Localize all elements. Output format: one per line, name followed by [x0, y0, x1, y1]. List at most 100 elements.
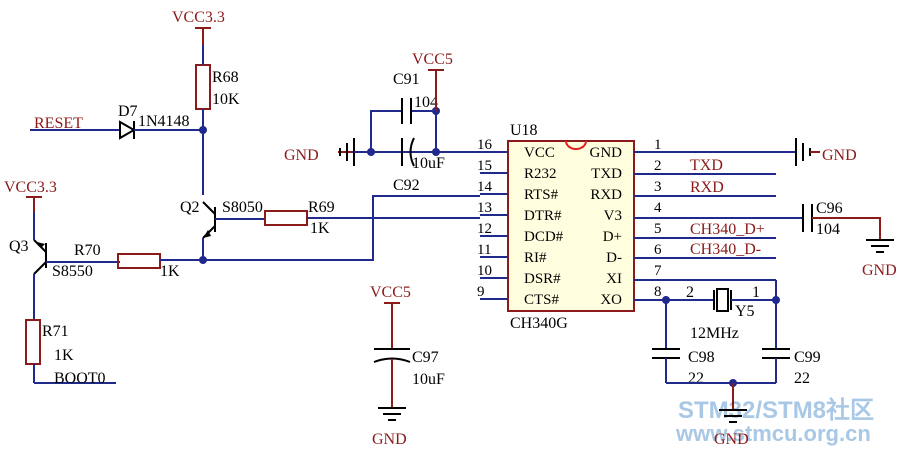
- ic-pin-name: TXD: [591, 166, 622, 182]
- r69-value: 1K: [310, 220, 330, 237]
- y5-ref: Y5: [735, 303, 755, 320]
- ic-pin-number: 1: [654, 137, 662, 153]
- r68-value: 10K: [212, 91, 240, 108]
- gnd-right-label: GND: [822, 147, 857, 164]
- vcc33-r68-label: VCC3.3: [172, 9, 225, 26]
- watermark-line2: www.stmcu.org.cn: [675, 421, 871, 446]
- ic-pin-number: 8: [654, 284, 662, 300]
- q3-ref: Q3: [9, 238, 29, 255]
- c98-ref: C98: [688, 349, 715, 366]
- vcc5-c91-power: VCC5: [412, 51, 453, 111]
- ic-pin-name: XI: [606, 271, 622, 287]
- c91-ref: C91: [393, 71, 420, 88]
- gnd-c96-label: GND: [862, 262, 897, 279]
- q3-value: S8550: [52, 263, 93, 280]
- ic-pin-name: RTS#: [524, 187, 559, 203]
- gnd-c97-label: GND: [372, 431, 407, 448]
- ic-pin-number: 13: [477, 200, 492, 216]
- ic-pin-number: 15: [477, 158, 492, 174]
- rxd-net-label: RXD: [690, 179, 724, 196]
- c97-ref: C97: [412, 349, 439, 366]
- ic-pin-number: 10: [477, 263, 492, 279]
- ic-pin-name: RXD: [590, 187, 622, 203]
- d7-diode: RESET D7 1N4148: [30, 103, 203, 140]
- q2-transistor: Q2 S8050: [180, 199, 265, 260]
- ic-pin-name: CTS#: [524, 292, 560, 308]
- ic-pin-name: V3: [604, 208, 622, 224]
- gnd-right-symbol: GND: [795, 138, 857, 166]
- ic-pin-number: 5: [654, 221, 662, 237]
- c98-capacitor: C98 22: [652, 300, 715, 387]
- d7-ref: D7: [118, 103, 138, 120]
- q3-transistor: Q3 S8550: [9, 212, 120, 320]
- ic-pin-number: 6: [654, 242, 662, 258]
- gnd-xtal-label: GND: [714, 431, 749, 448]
- c99-value: 22: [794, 370, 810, 387]
- r69-ref: R69: [308, 199, 335, 216]
- gnd-left-label: GND: [284, 147, 319, 164]
- ic-pin-number: 16: [477, 137, 493, 153]
- ic-pin-name: D-: [606, 250, 622, 266]
- ic-pin-number: 14: [477, 179, 493, 195]
- c99-ref: C99: [794, 349, 821, 366]
- c96-value: 104: [816, 221, 840, 238]
- ic-pin-name: D+: [603, 229, 622, 245]
- ic-pin-name: DCD#: [524, 229, 564, 245]
- vcc33-r68-power: VCC3.3: [172, 9, 225, 45]
- boot0-net-label: BOOT0: [54, 370, 106, 387]
- c92-value: 10uF: [412, 155, 445, 172]
- r68-resistor: R68 10K: [195, 45, 240, 195]
- gnd-c96-symbol: GND: [862, 239, 897, 279]
- ic-pin-number: 11: [477, 242, 491, 258]
- r71-resistor: R71 1K BOOT0: [25, 319, 116, 387]
- ic-ref: U18: [510, 122, 538, 139]
- y5-pin2: 2: [686, 284, 694, 301]
- watermark: STM32/STM8社区 www.stmcu.org.cn: [675, 396, 874, 446]
- r71-value: 1K: [54, 347, 74, 364]
- r70-ref: R70: [74, 242, 101, 259]
- ic-pin-name: DTR#: [524, 208, 562, 224]
- ic-pin-name: GND: [590, 145, 623, 161]
- c96-ref: C96: [816, 200, 843, 217]
- c91-capacitor: C91 104: [393, 71, 438, 124]
- vcc5-c97-label: VCC5: [370, 284, 411, 301]
- y5-crystal: 2 1 Y5 12MHz: [686, 284, 760, 342]
- q2-value: S8050: [222, 199, 263, 216]
- c92-ref: C92: [393, 177, 420, 194]
- ic-pin-name: XO: [600, 292, 622, 308]
- y5-pin1: 1: [752, 284, 760, 301]
- ic-pin-name: RI#: [524, 250, 547, 266]
- ic-pin-name: DSR#: [524, 271, 561, 287]
- vcc33-q3-power: VCC3.3: [4, 179, 57, 212]
- ic-pin-number: 7: [654, 263, 662, 279]
- d7-value: 1N4148: [138, 113, 190, 130]
- r71-ref: R71: [42, 323, 69, 340]
- r69-resistor: R69 1K: [264, 199, 480, 237]
- gnd-c97-symbol: GND: [372, 407, 407, 448]
- c97-capacitor: C97 10uF: [373, 348, 445, 408]
- reset-net-label: RESET: [34, 115, 83, 132]
- watermark-line1: STM32/STM8社区: [678, 396, 874, 424]
- c91-right-wire: [411, 110, 437, 152]
- r70-value: 1K: [160, 263, 180, 280]
- gnd-xtal-symbol: GND: [714, 383, 749, 448]
- gnd-left-symbol: GND: [284, 138, 355, 166]
- dplus-net-label: CH340_D+: [690, 221, 765, 238]
- ic-pin-name: VCC: [524, 145, 555, 161]
- ic-pin-name: R232: [524, 166, 557, 182]
- c91-value: 104: [414, 94, 438, 111]
- vcc33-q3-label: VCC3.3: [4, 179, 57, 196]
- dminus-net-label: CH340_D-: [690, 241, 761, 258]
- q2-ref: Q2: [180, 199, 200, 216]
- c98-value: 22: [688, 370, 704, 387]
- ic-part: CH340G: [510, 315, 568, 332]
- ic-pin-number: 2: [654, 158, 662, 174]
- c99-capacitor: C99 22: [762, 300, 821, 387]
- txd-net-label: TXD: [690, 157, 723, 174]
- r68-ref: R68: [212, 69, 239, 86]
- r70-resistor: R70 1K: [74, 242, 202, 280]
